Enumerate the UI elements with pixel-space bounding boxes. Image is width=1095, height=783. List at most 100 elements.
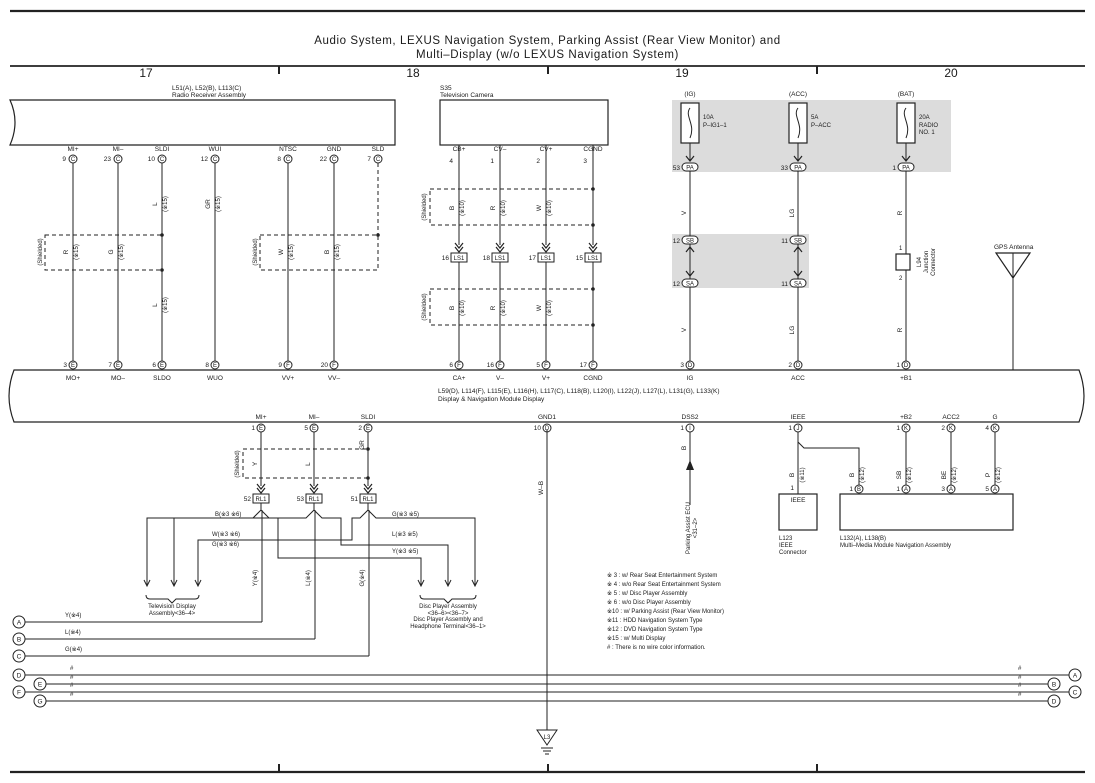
radio-pin-name-5: GND <box>327 146 342 153</box>
diagram-title: Audio System, LEXUS Navigation System, P… <box>0 34 1095 62</box>
offpage-left-label-A: A <box>17 620 22 627</box>
hash-right-2: # <box>1018 683 1022 689</box>
module-top-pins: E3MO+E7MO–E6SLDOE8WUOF9VV+F20VV–F6CA+F16… <box>63 360 912 382</box>
fan-arrow-3 <box>417 579 425 588</box>
module-bot-pin-6-letter: K <box>904 426 908 432</box>
module-bot-num-8: 4 <box>985 425 989 432</box>
b-wire-label: L(※4) <box>65 629 81 636</box>
ieee-conn-label: IEEE <box>791 497 806 504</box>
offpage-left-label-C: C <box>17 654 22 661</box>
module-bot-pin-3-letter: D <box>545 426 550 432</box>
shield-box-3 <box>429 188 594 226</box>
legend-line-7: ※15 : w/ Multi Display <box>607 635 665 642</box>
radio-pin-num-0: 9 <box>62 156 66 163</box>
cam-note-b-2: (※10) <box>546 300 553 316</box>
module-bot-num-7: 2 <box>941 425 945 432</box>
l94-name2: Connector <box>931 248 937 276</box>
module-top-name-4: VV+ <box>282 375 295 382</box>
g4-label: G(※4) <box>359 569 366 586</box>
module-top-name-0: MO+ <box>66 375 80 382</box>
offpage-right-A <box>1068 668 1082 682</box>
section-20: 20 <box>944 66 958 80</box>
offpage-left-label-F: F <box>17 690 21 697</box>
section-19: 19 <box>675 66 689 80</box>
offpage-right-D <box>1047 694 1061 708</box>
module-top-num-9: 17 <box>580 362 588 369</box>
radio-pin-0-letter: C <box>71 157 76 163</box>
chevron-3 <box>588 242 598 253</box>
tv-display-l1: Television Display <box>148 604 196 610</box>
fuse-amp-1: 5A <box>811 115 818 121</box>
mm-pin-3 <box>990 484 1000 494</box>
fuse-supply-2: (BAT) <box>898 91 915 98</box>
module-top-num-12: 1 <box>896 362 900 369</box>
y4-label: Y(※4) <box>252 570 259 586</box>
module-name: Display & Navigation Module Display <box>438 396 545 403</box>
cam-color-a-1: R <box>490 205 497 210</box>
ieee-connector-box <box>778 493 818 531</box>
b36-label: B(※3 ※6) <box>215 511 241 518</box>
fuse-icon-0 <box>687 107 693 139</box>
fuse-amp-0: 10A <box>703 115 714 121</box>
module-top-pin-3-letter: E <box>213 363 217 369</box>
chevron-1 <box>495 242 505 253</box>
shield-box-1 <box>44 234 163 271</box>
module-top-pin-4-letter: F <box>286 363 290 369</box>
module-bot-num-4: 1 <box>680 425 684 432</box>
sldi-lower-note: (※15) <box>162 297 169 313</box>
module-top-pin-8-letter: F <box>544 363 548 369</box>
mm-pin-1-letter: A <box>904 487 908 493</box>
hash-left-3: # <box>70 692 74 698</box>
module-bot-pin-7-letter: K <box>949 426 953 432</box>
module-top-pin-8 <box>541 360 551 370</box>
radio-wire-note-5: (※15) <box>334 244 341 260</box>
fuse-pinnum-0: 53 <box>673 165 681 172</box>
wb-color: W–B <box>538 481 545 495</box>
radio-pin-name-6: SLD <box>372 146 385 153</box>
module-top-num-7: 16 <box>487 362 495 369</box>
module-bottom-pins: MI+E1MI–E5SLDIE2GND1D10DSS2I1IEEEJ1+B2K1… <box>251 414 1000 433</box>
rl1-num-2: 51 <box>351 496 359 503</box>
mm-note-1: (※12) <box>906 467 913 483</box>
fan-arrow-4 <box>444 579 452 588</box>
dss2-arrow <box>686 460 694 470</box>
dot-sldi-2 <box>160 268 164 272</box>
offpage-right-label-D: D <box>1052 699 1057 706</box>
rl1-label-2: RL1 <box>362 497 374 503</box>
module-bot-num-2: 2 <box>358 425 362 432</box>
module-top-name-7: V– <box>496 375 504 382</box>
module-top-pin-1-letter: E <box>116 363 120 369</box>
legend-line-1: ※ 4 : w/o Rear Seat Entertainment System <box>607 581 721 588</box>
mm-pin-2-letter: A <box>949 487 953 493</box>
mm-pin-3-letter: A <box>993 487 997 493</box>
up-chev-0 <box>685 246 695 253</box>
radio-pin-name-3: WUI <box>209 146 222 153</box>
c-wire-label: G(※4) <box>65 646 82 653</box>
module-top-pin-0 <box>68 360 78 370</box>
shield-label-5: (Shielded) <box>235 450 241 477</box>
fuse-name2-2: RADIO <box>919 123 938 129</box>
module-bot-name-1: MI– <box>309 414 320 421</box>
fuse-wire-color-2: R <box>897 210 904 215</box>
tv-bracket <box>145 594 200 604</box>
sa-conn-0 <box>681 278 699 288</box>
disc-l3: Disc Player Assembly and <box>413 617 482 623</box>
module-bot-pin-2-letter: E <box>366 426 370 432</box>
mm-color-2: BE <box>941 470 948 479</box>
shield-label-3: (Shielded) <box>422 193 428 220</box>
fuse-supply-1: (ACC) <box>789 91 807 98</box>
disc-l1: Disc Player Assembly <box>419 604 477 610</box>
radio-wire-note-1: (※15) <box>118 244 125 260</box>
module-top-pin-7 <box>495 360 505 370</box>
sa-label-0: SA <box>686 282 694 288</box>
gps-antenna-label: GPS Antenna <box>994 244 1034 251</box>
radio-wire-note-2: (※15) <box>162 196 169 212</box>
sb-num-0: 12 <box>673 238 681 245</box>
g36-label: G(※3 ※6) <box>212 541 239 548</box>
module-top-pin-10-letter: D <box>688 363 693 369</box>
module-bot-pin-8-letter: K <box>993 426 997 432</box>
module-top-pin-11-letter: D <box>796 363 801 369</box>
cam-note-b-0: (※10) <box>459 300 466 316</box>
fan-3 <box>313 503 449 585</box>
radio-pin-num-2: 10 <box>148 156 156 163</box>
